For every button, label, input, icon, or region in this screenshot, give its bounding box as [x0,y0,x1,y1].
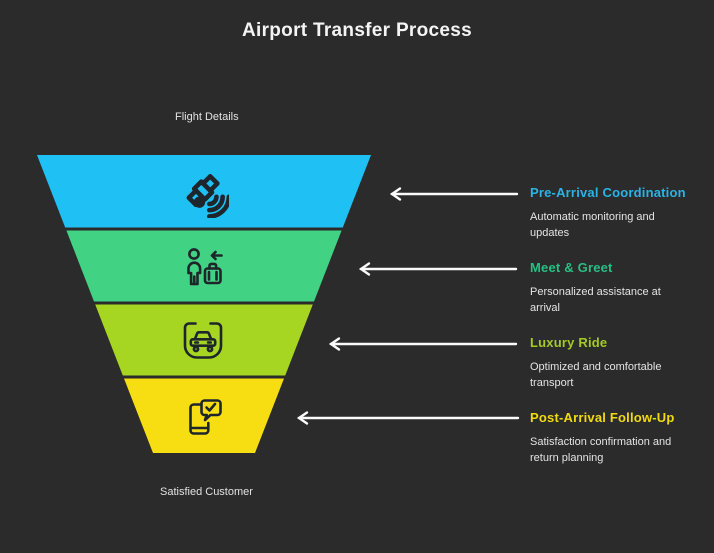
step-heading: Luxury Ride [530,335,608,350]
step-description: Satisfaction confirmation and return pla… [530,436,672,464]
step-post-arrival-follow-up: Post-Arrival Follow-Up Satisfaction conf… [530,410,702,467]
step-heading: Post-Arrival Follow-Up [530,410,675,425]
step-pre-arrival-coordination: Pre-Arrival Coordination Automatic monit… [530,185,702,242]
step-luxury-ride: Luxury Ride Optimized and comfortable tr… [530,335,702,392]
funnel-segment-meet-greet [66,230,342,302]
step-heading: Pre-Arrival Coordination [530,185,686,200]
step-description: Automatic monitoring and updates [530,211,655,239]
arrow-to-luxury-ride [328,337,518,351]
funnel-top-label: Flight Details [175,111,239,123]
page-title: Airport Transfer Process [241,20,472,41]
traveler-luggage-icon [187,248,223,286]
step-meet-and-greet: Meet & Greet Personalized assistance at … [530,260,702,317]
car-frame-icon [183,322,223,359]
funnel-bottom-label: Satisfied Customer [160,486,253,498]
step-heading: Meet & Greet [530,260,613,275]
phone-chat-check-icon [189,399,222,435]
step-description: Optimized and comfortable transport [530,361,662,389]
arrow-to-pre-arrival [389,187,519,201]
step-description: Personalized assistance at arrival [530,286,661,314]
funnel-segment-pre-arrival [37,155,371,228]
arrow-to-post-arrival [296,411,520,425]
satellite-signal-icon [186,174,229,218]
arrow-to-meet-greet [358,262,518,276]
